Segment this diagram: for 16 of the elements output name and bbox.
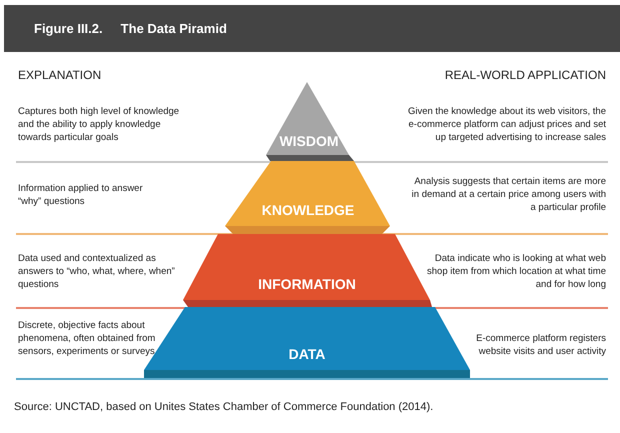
explanation-text: Captures both high level of knowledge and the ability to apply knowledge towards particular goals [18,105,180,144]
tier-label: WISDOM [278,134,340,148]
application-text: E-commerce platform registers website visits and user activity [475,332,606,358]
tier-label: KNOWLEDGE [260,203,356,217]
explanation-text: Information applied to answer “why” questions [18,182,144,208]
explanation-text: Data used and contextualized as answers to “who, what, where, when” questions [18,252,176,291]
application-text: Analysis suggests that certain items are more in demand at a certain price among users with a particular profile [410,175,606,214]
column-heading: EXPLANATION [18,67,102,84]
application-text: Data indicate who is looking at what web shop item from which location at what time and for how long [426,252,606,291]
source-caption: Source: UNCTAD, based on Unites States Chamber of Commerce Foundation (2014). [14,400,434,415]
column-heading: REAL-WORLD APPLICATION [444,67,606,84]
tier-label: INFORMATION [257,277,357,291]
application-text: Given the knowledge about its web visitors, the e-commerce platform can adjust prices and set up targeted advertising to increase sales [406,105,606,144]
pyramid-tier [264,82,354,162]
explanation-text: Discrete, objective facts about phenomena, often obtained from sensors, experiments or surveys [18,319,156,358]
figure-title: Figure III.2. The Data Piramid [34,20,227,38]
